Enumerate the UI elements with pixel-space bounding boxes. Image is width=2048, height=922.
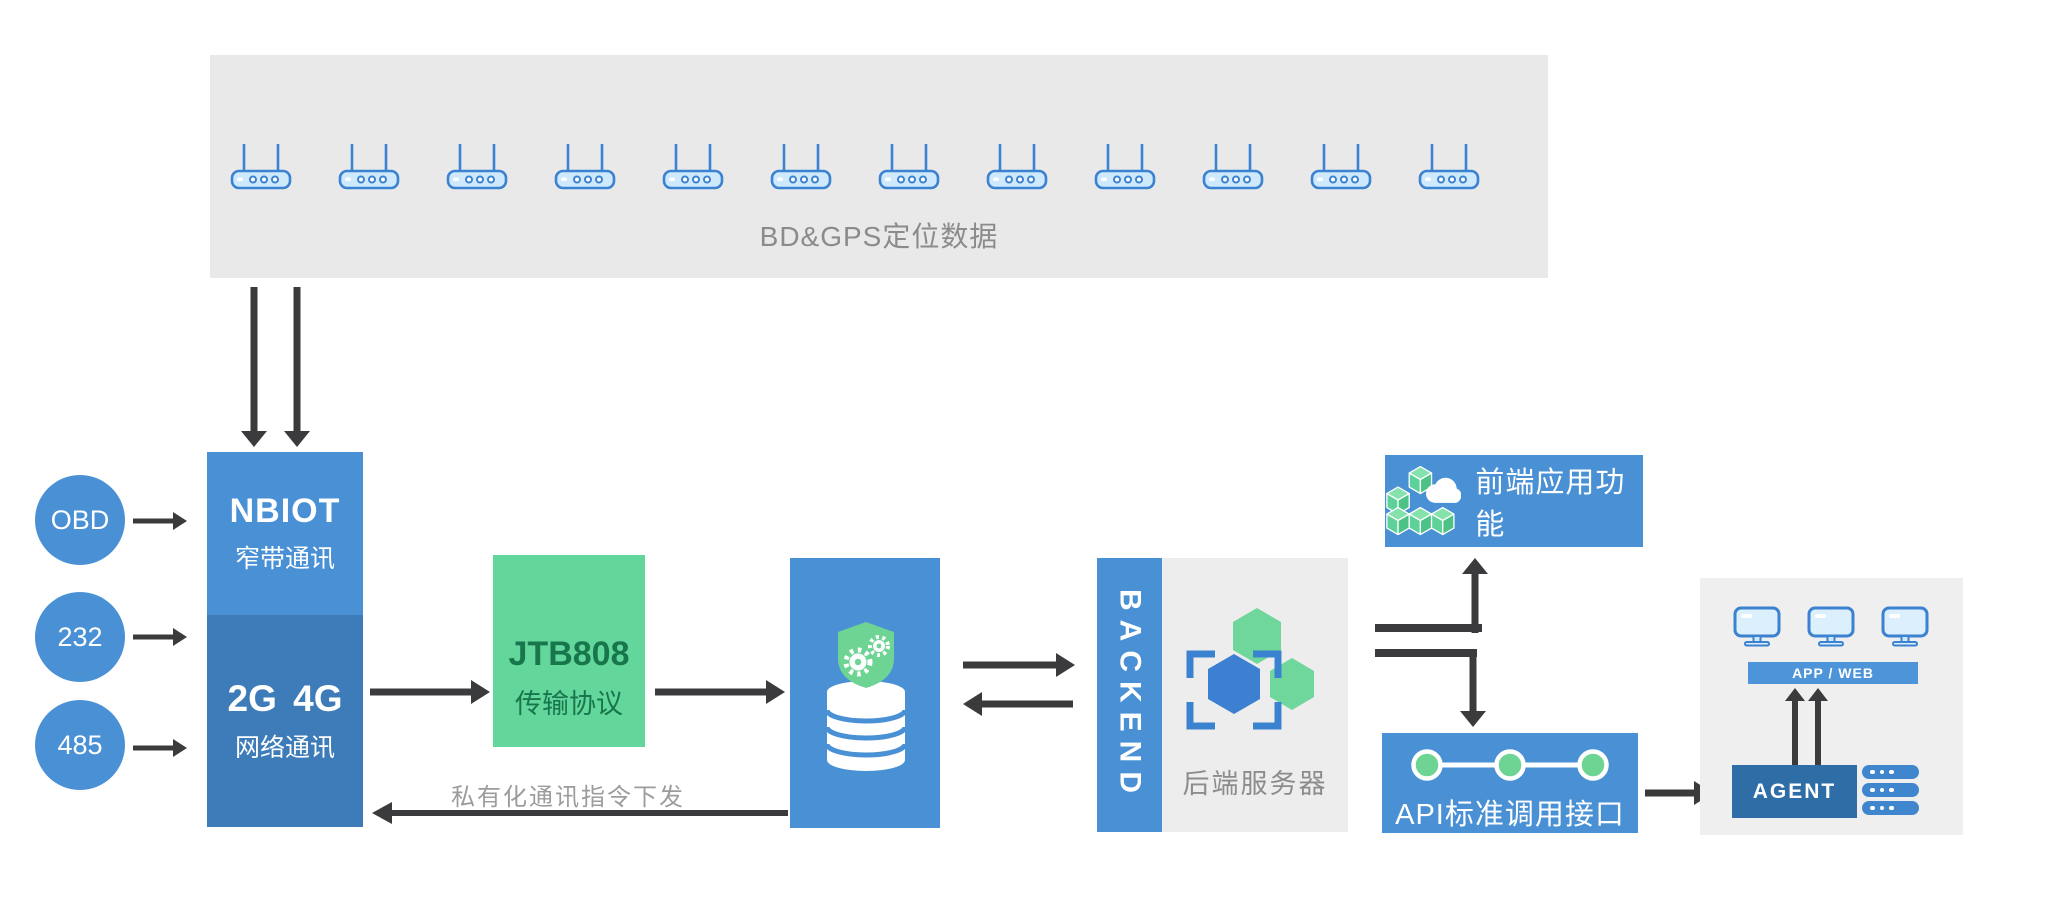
router-icon — [1202, 144, 1264, 190]
arrow-backend-to-api — [1460, 651, 1486, 727]
device-box: NBIOT 窄带通讯 2G 4G 网络通讯 — [207, 452, 363, 827]
backend-ribbon-label: BACKEND — [1113, 588, 1147, 802]
device-2g4g-subtitle: 网络通讯 — [234, 734, 335, 762]
api-label: API标准调用接口 — [1395, 799, 1625, 831]
input-circle-232: 232 — [35, 592, 125, 682]
router-icon — [1310, 144, 1372, 190]
protocol-subtitle: 传输协议 — [515, 689, 623, 719]
agent-box: AGENT — [1732, 765, 1857, 818]
device-nbiot-subtitle: 窄带通讯 — [234, 545, 335, 573]
input-circle-485: 485 — [35, 700, 125, 790]
arrow-232-to-device — [133, 628, 187, 646]
router-icon — [770, 144, 832, 190]
arrow-db-to-backend — [963, 653, 1075, 677]
server-icon — [1862, 765, 1919, 779]
client-panel: APP / WEB AGENT — [1700, 578, 1963, 835]
device-2g4g-section: 2G 4G 网络通讯 — [207, 615, 363, 827]
router-icon — [554, 144, 616, 190]
monitors-row — [1732, 606, 1930, 648]
router-icon — [878, 144, 940, 190]
server-icon — [1862, 783, 1919, 797]
router-icon — [986, 144, 1048, 190]
router-icon — [338, 144, 400, 190]
gps-data-panel: BD&GPS定位数据 — [210, 55, 1548, 278]
downlink-label: 私有化通讯指令下发 — [451, 784, 685, 811]
arrow-backend-to-db — [963, 692, 1073, 716]
arrow-backend-to-frontend-hseg — [1375, 624, 1482, 632]
gear-icon — [843, 635, 890, 677]
arrow-device-to-protocol — [370, 680, 490, 704]
input-circle-obd: OBD — [35, 475, 125, 565]
router-icon — [230, 144, 292, 190]
arrow-agent-to-appweb-1 — [1783, 688, 1807, 765]
backend-server-panel: 后端服务器 — [1162, 558, 1348, 832]
arrow-backend-to-frontend — [1462, 558, 1488, 633]
api-nodes-icon — [1411, 749, 1609, 781]
protocol-box: JTB808 传输协议 — [493, 555, 645, 747]
frontend-label: 前端应用功能 — [1475, 467, 1626, 541]
appweb-bar: APP / WEB — [1748, 662, 1918, 684]
backend-ribbon: BACKEND — [1097, 558, 1162, 832]
device-nbiot-section: NBIOT 窄带通讯 — [207, 452, 363, 615]
router-icon — [1418, 144, 1480, 190]
arrow-protocol-to-db — [655, 680, 785, 704]
monitor-icon — [1807, 606, 1855, 647]
arrow-db-to-device-downlink — [372, 802, 788, 824]
agent-label: AGENT — [1752, 779, 1837, 803]
backend-server-label: 后端服务器 — [1182, 769, 1328, 799]
input-label-obd: OBD — [50, 504, 110, 535]
arrow-485-to-device — [133, 739, 187, 757]
input-label-232: 232 — [57, 621, 103, 652]
frontend-box: 前端应用功能 — [1385, 455, 1643, 547]
arrow-backend-to-api-hseg — [1375, 649, 1477, 657]
hexagon-cluster-icon — [1186, 608, 1314, 730]
server-icon — [1862, 801, 1919, 815]
input-label-485: 485 — [57, 729, 103, 760]
monitor-icon — [1881, 606, 1929, 647]
arrow-gps-to-device-2 — [284, 287, 310, 447]
arrow-agent-to-appweb-2 — [1806, 688, 1830, 765]
router-icon — [1094, 144, 1156, 190]
api-box: API标准调用接口 — [1382, 733, 1638, 833]
appweb-label: APP / WEB — [1792, 665, 1874, 681]
cubes-cloud-icon — [1386, 465, 1462, 536]
device-nbiot-title: NBIOT — [229, 492, 341, 530]
router-icon — [446, 144, 508, 190]
secure-database-box — [790, 558, 940, 828]
gps-panel-label: BD&GPS定位数据 — [759, 221, 999, 252]
protocol-title: JTB808 — [508, 635, 630, 673]
device-2g4g-title: 2G 4G — [227, 678, 343, 719]
database-shield-icon — [824, 622, 908, 771]
monitor-icon — [1733, 606, 1781, 647]
router-row — [230, 141, 1480, 191]
arrow-obd-to-device — [133, 512, 187, 530]
arrow-gps-to-device-1 — [241, 287, 267, 447]
router-icon — [662, 144, 724, 190]
